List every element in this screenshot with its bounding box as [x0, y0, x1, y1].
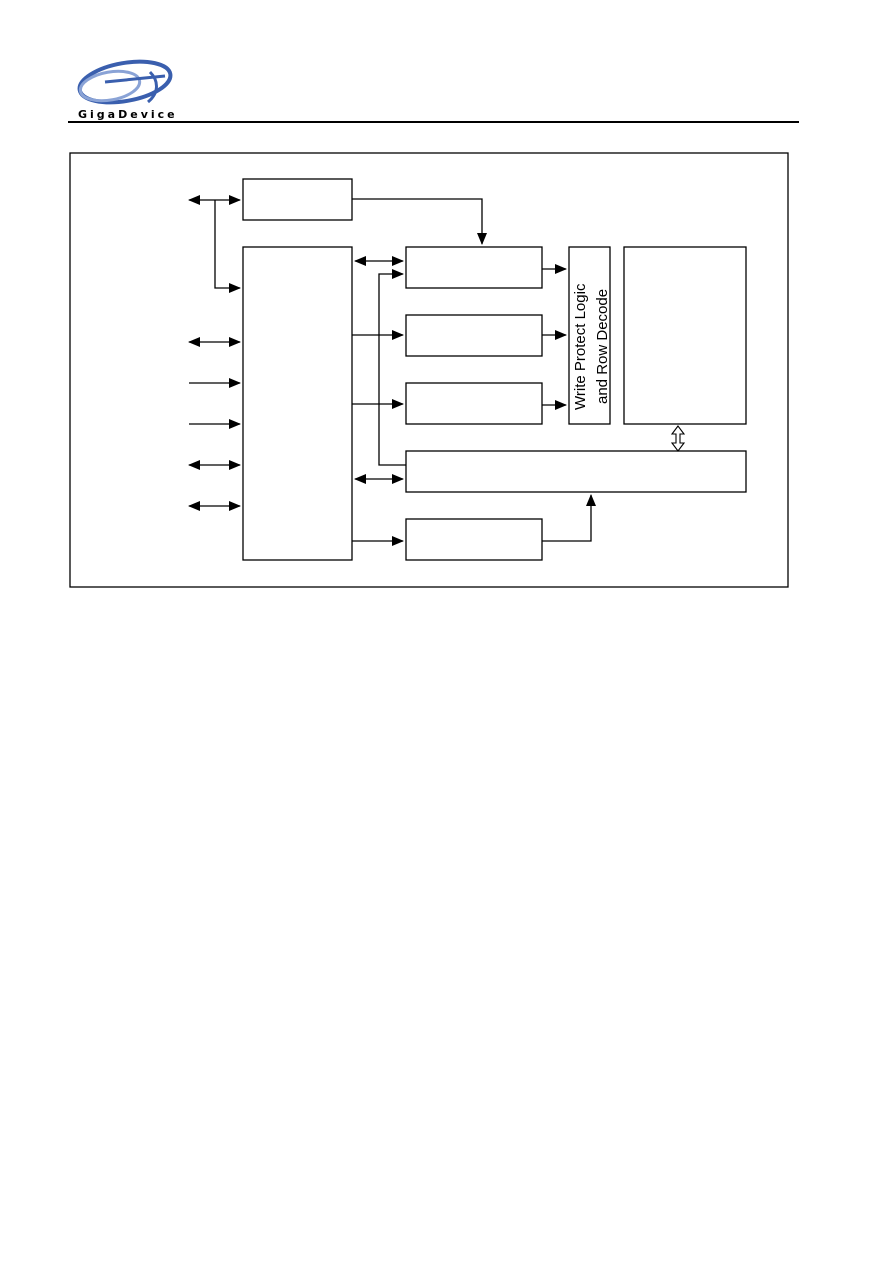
connector-buffer-feedback — [378, 269, 406, 466]
register-block-2 — [405, 314, 543, 357]
write-protect-label-line1: Write Protect Logic — [572, 283, 589, 410]
gigadevice-logo — [77, 59, 173, 105]
memory-buffer-bus-arrow — [670, 425, 686, 452]
generator-block — [405, 518, 543, 561]
data-buffer-block — [405, 450, 747, 493]
header-divider — [68, 121, 799, 123]
connector-generator-buffer — [542, 494, 596, 542]
register-block-3 — [405, 382, 543, 425]
control-logic-block — [242, 246, 353, 561]
write-protect-block — [568, 246, 611, 425]
diagram-frame — [69, 152, 789, 588]
connector-top-to-reg1 — [352, 198, 487, 245]
register-block-1 — [405, 246, 543, 289]
brand-wordmark: GigaDevice — [78, 108, 178, 121]
pin-branch — [214, 200, 241, 293]
memory-array-block — [623, 246, 747, 425]
top-small-block — [242, 178, 353, 221]
write-protect-label-line2: and Row Decode — [594, 289, 611, 404]
